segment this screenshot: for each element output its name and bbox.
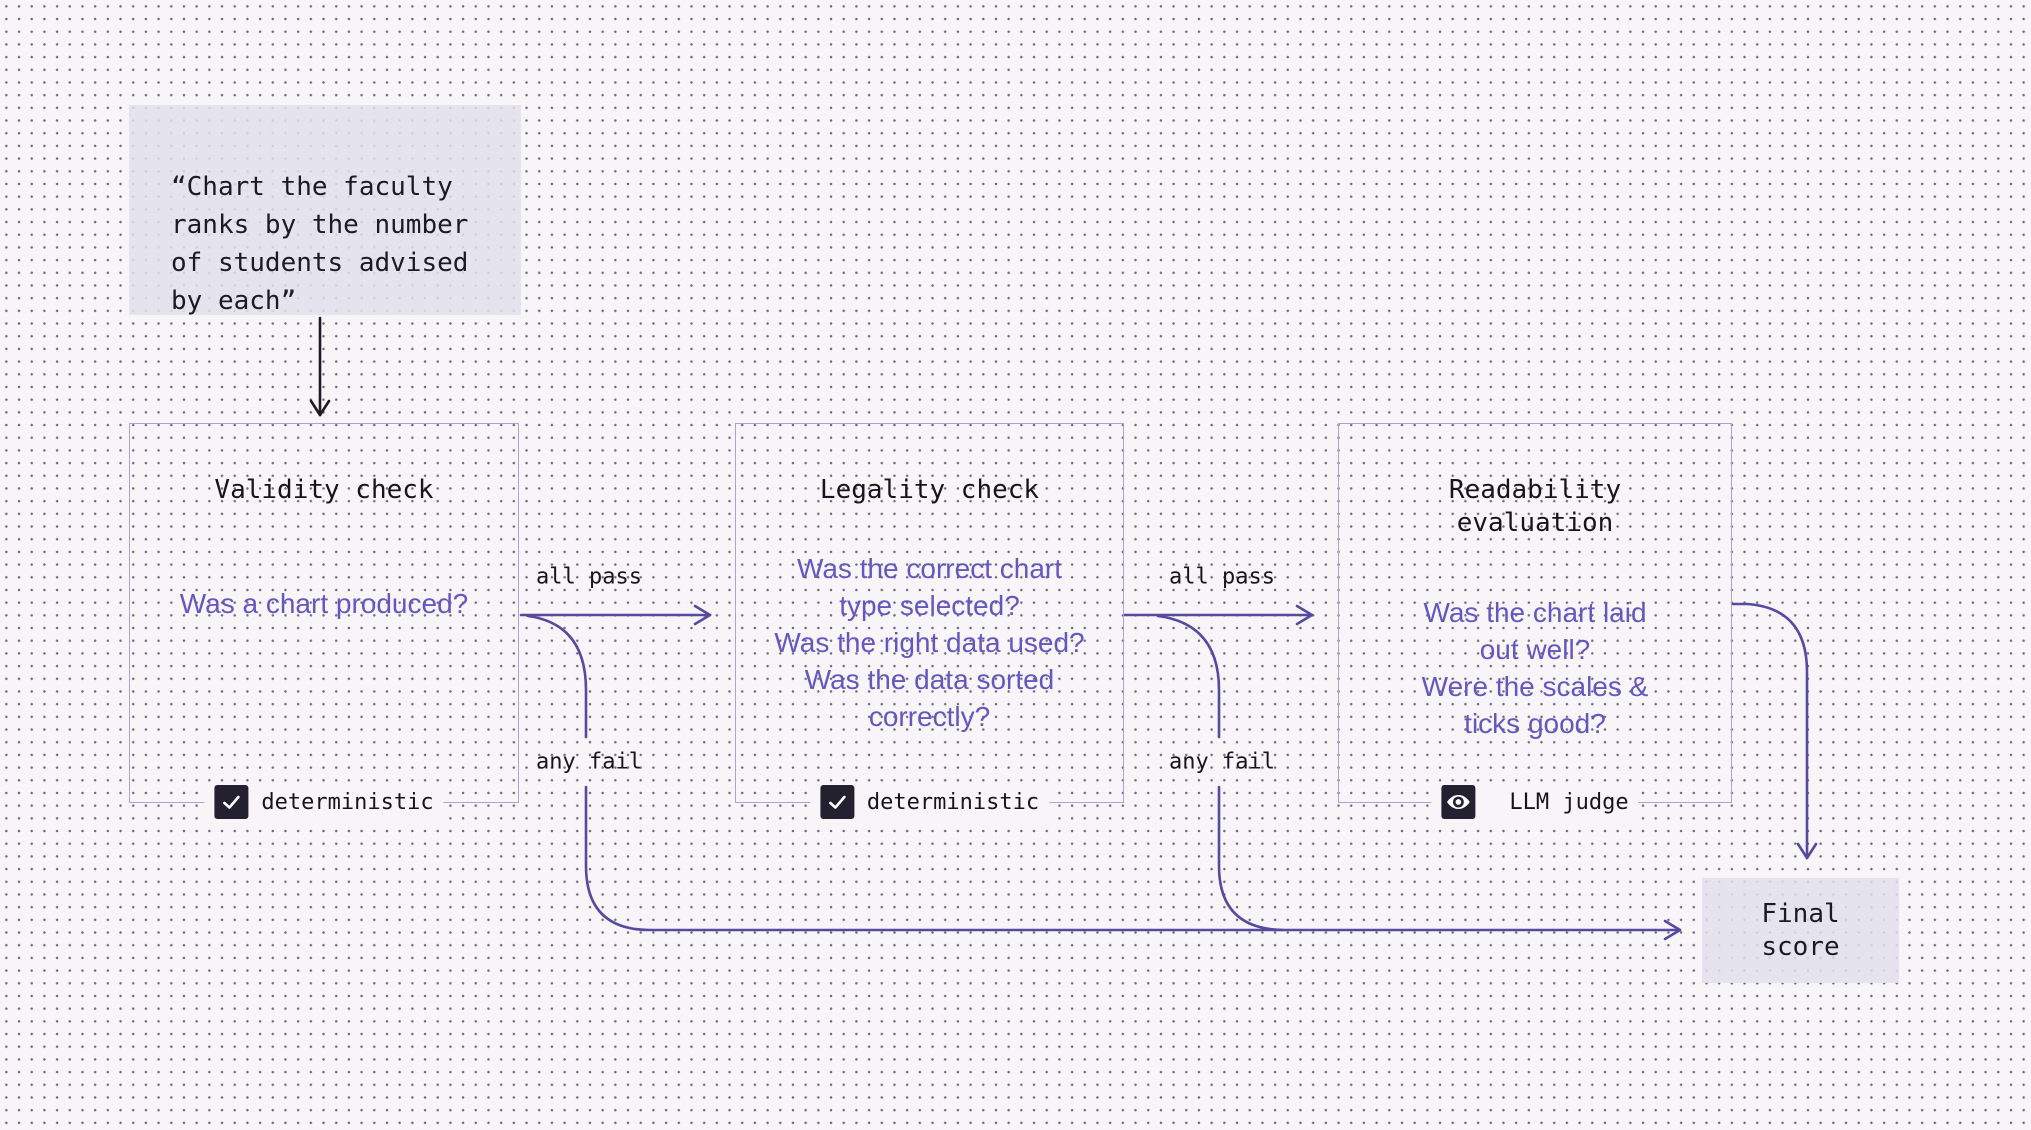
edge-any-fail-1-upper [526,614,588,739]
prompt-card: “Chart the faculty ranks by the number o… [129,105,521,316]
stage-title: Validity check [214,475,434,505]
edge-any-fail-2-upper [1156,614,1221,739]
stage-box-readability-evaluation: Readability evaluation Was the chart lai… [1338,423,1732,821]
edge-label-all-pass-2: all pass [1169,564,1275,590]
edge-label-any-fail-2: any fail [1169,749,1275,775]
check-icon [819,785,854,819]
edge-label-all-pass-1: all pass [536,564,642,590]
stage-questions: Was the chart laid out well? Were the sc… [1421,597,1649,739]
check-icon [214,785,249,819]
edge-any-fail-2-merge [1217,785,1285,932]
edge-any-fail-main-line [584,785,1682,932]
badge-label: deterministic [866,789,1040,815]
final-score-text: Final score [1761,898,1840,962]
edge-all-pass-1-arrowhead [693,604,712,626]
stage-questions: Was the correct chart type selected? Was… [774,553,1085,732]
badge-llm-judge: LLM judge [1431,783,1639,821]
stage-box-legality-check: Legality check Was the correct chart typ… [735,423,1124,821]
edge-readability-to-final-line [1731,602,1809,860]
stage-box-validity-check: Validity check Was a chart produced? det… [129,423,519,821]
edge-label-any-fail-1: any fail [536,749,642,775]
edge-readability-to-final-arrowhead [1796,842,1818,860]
edge-prompt-to-validity-arrowhead [309,399,331,417]
final-score-card: Final score [1702,878,1899,983]
eye-icon [1441,785,1476,819]
prompt-text: “Chart the faculty ranks by the number o… [171,172,469,316]
edge-any-fail-main-arrowhead [1663,919,1682,941]
stage-questions: Was a chart produced? [179,588,469,619]
stage-title: Legality check [819,475,1040,505]
badge-label: LLM judge [1509,789,1629,815]
badge-deterministic: deterministic [204,783,444,821]
edge-all-pass-2-arrowhead [1295,604,1314,626]
badge-deterministic: deterministic [809,783,1050,821]
badge-label: deterministic [261,789,434,815]
stage-title: Readability evaluation [1448,475,1622,538]
